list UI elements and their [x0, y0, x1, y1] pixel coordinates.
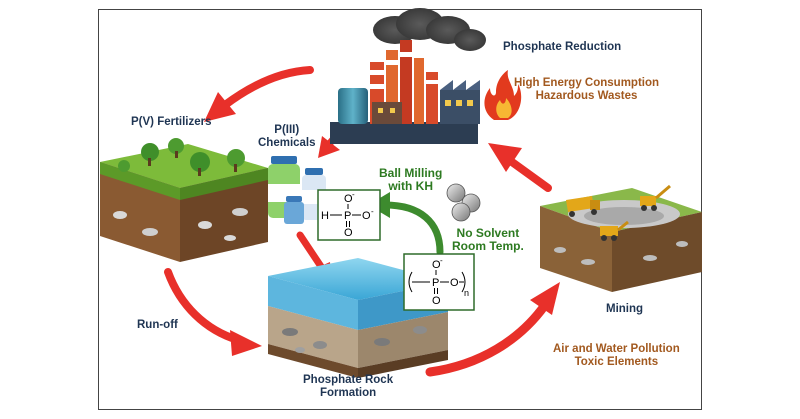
- mining-site-block: [540, 184, 702, 292]
- phosphite-structure: H P O - O - O: [317, 189, 381, 241]
- label-phosphate-rock: Phosphate Rock Formation: [303, 374, 393, 399]
- label-rock-line2: Formation: [319, 386, 377, 399]
- phosphite-p: P: [344, 210, 351, 222]
- arrow-mining-to-factory: [488, 143, 552, 192]
- loader-icon: [600, 220, 629, 241]
- arrow-rock-to-mining: [425, 282, 560, 377]
- label-fertilizers: P(V) Fertilizers: [131, 116, 212, 128]
- fertilizer-field-block: [100, 138, 268, 262]
- chemical-bottles: [268, 156, 326, 224]
- label-phosphate-reduction: Phosphate Reduction: [503, 41, 622, 53]
- label-room-temp: Room Temp.: [452, 239, 524, 254]
- polyphosphite-structure: P O - O O n: [403, 253, 475, 311]
- label-ball-milling: Ball Milling with KH: [379, 166, 443, 194]
- milling-balls-icon: [446, 183, 481, 222]
- excavator-icon: [640, 184, 671, 211]
- label-runoff: Run-off: [137, 319, 178, 331]
- polymer-n: n: [464, 288, 469, 298]
- phosphite-o-bottom: O: [344, 227, 353, 239]
- phosphite-o-right-charge: -: [371, 207, 374, 216]
- label-no-solvent: No Solvent: [456, 226, 520, 240]
- label-pollution: Air and Water Pollution Toxic Elements: [553, 343, 680, 368]
- label-p3-chemicals: P(III) Chemicals: [258, 124, 316, 149]
- label-toxic-elements: Toxic Elements: [574, 355, 659, 368]
- label-environmental-impact: High Energy Consumption Hazardous Wastes: [514, 77, 659, 102]
- phosphite-o-right: O: [362, 210, 371, 222]
- label-ball-milling-line2: with KH: [388, 179, 433, 194]
- label-air-water-pollution: Air and Water Pollution: [553, 343, 680, 355]
- phosphite-h: H: [321, 210, 329, 222]
- label-hazardous-wastes: Hazardous Wastes: [535, 89, 638, 102]
- label-rock-line1: Phosphate Rock: [303, 374, 394, 386]
- phosphite-o-top: O: [344, 193, 353, 205]
- label-high-energy: High Energy Consumption: [514, 77, 660, 89]
- label-ball-milling-line1: Ball Milling: [379, 166, 443, 180]
- label-conditions: No Solvent Room Temp.: [452, 226, 524, 254]
- label-mining: Mining: [606, 303, 644, 315]
- label-p3: P(III): [274, 124, 300, 136]
- fire-icon: [484, 70, 522, 120]
- factory-illustration: [330, 8, 486, 144]
- polymer-p: P: [432, 277, 439, 289]
- polymer-o-bottom: O: [432, 295, 441, 307]
- arrow-fertilizers-to-rock: [164, 268, 262, 356]
- phosphite-o-top-charge: -: [352, 190, 355, 199]
- arrow-factory-to-fertilizers: [204, 66, 314, 122]
- polymer-o-top: O: [432, 259, 441, 271]
- label-chemicals: Chemicals: [258, 136, 316, 149]
- polymer-o-top-charge: -: [440, 256, 443, 265]
- polymer-o-right: O: [450, 277, 459, 289]
- dump-truck-icon: [566, 196, 600, 217]
- phosphate-rock-block: [268, 258, 448, 378]
